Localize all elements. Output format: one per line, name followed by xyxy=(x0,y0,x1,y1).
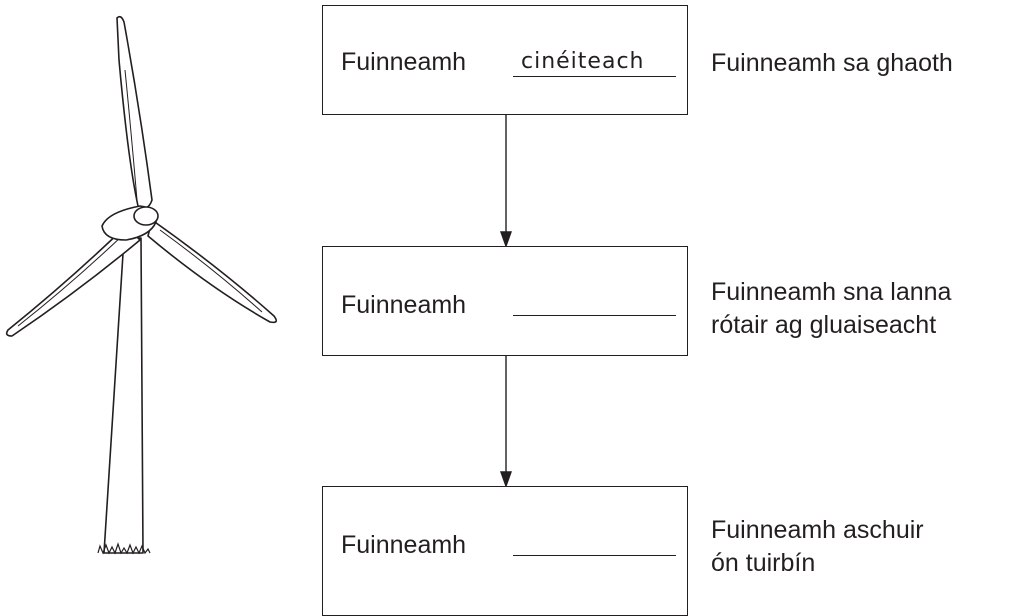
energy-box-2: Fuinneamh xyxy=(322,246,688,356)
description-3-line-2: ón tuirbín xyxy=(711,549,816,577)
arrow-1-head xyxy=(500,231,512,249)
description-3-line-1: Fuinneamh aschuir xyxy=(711,516,924,544)
description-2-line-1: Fuinneamh sna lanna xyxy=(711,278,952,306)
arrow-2-head xyxy=(500,471,512,489)
description-3: Fuinneamh aschuir ón tuirbín xyxy=(711,514,924,580)
turbine-grass xyxy=(97,542,151,555)
description-1: Fuinneamh sa ghaoth xyxy=(711,47,953,80)
box-3-answer-blank[interactable] xyxy=(513,555,676,556)
energy-box-1: Fuinneamh cinéiteach xyxy=(322,5,688,115)
box-2-label: Fuinneamh xyxy=(341,291,467,319)
description-2: Fuinneamh sna lanna rótair ag gluaiseach… xyxy=(711,276,951,342)
flow-arrows xyxy=(500,115,512,489)
energy-box-3: Fuinneamh xyxy=(322,486,688,616)
box-2-answer-blank[interactable] xyxy=(513,315,676,316)
wind-turbine-illustration xyxy=(5,15,278,555)
box-1-answer: cinéiteach xyxy=(521,49,645,74)
description-1-line-1: Fuinneamh sa ghaoth xyxy=(711,49,953,77)
turbine-hub xyxy=(133,206,159,226)
box-1-label: Fuinneamh xyxy=(341,48,467,76)
box-1-answer-blank[interactable]: cinéiteach xyxy=(513,49,676,77)
box-3-label: Fuinneamh xyxy=(341,531,467,559)
description-2-line-2: rótair ag gluaiseacht xyxy=(711,311,937,339)
turbine-blade-upper xyxy=(116,15,153,209)
